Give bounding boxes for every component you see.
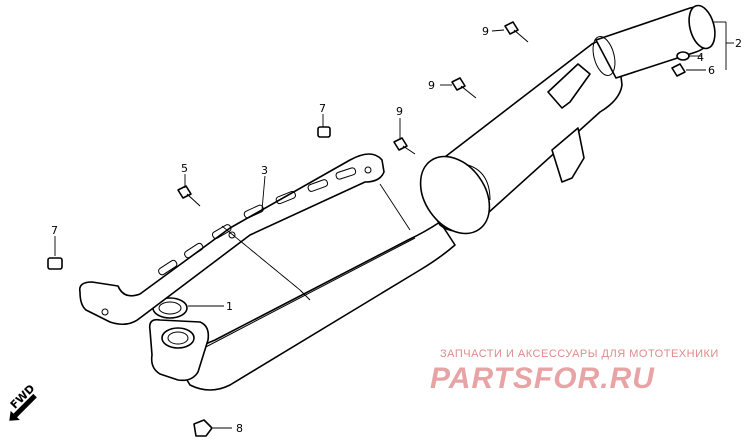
muffler bbox=[419, 39, 623, 235]
callout-6: 6 bbox=[708, 64, 715, 77]
callout-7b: 7 bbox=[51, 224, 58, 237]
callout-5: 5 bbox=[181, 162, 188, 175]
bolt-5 bbox=[177, 185, 201, 207]
bolt-9c bbox=[393, 137, 416, 155]
nut-7b bbox=[47, 257, 63, 270]
nut-7a bbox=[317, 126, 331, 138]
callout-7a: 7 bbox=[319, 102, 326, 115]
leader-lines bbox=[54, 21, 734, 429]
bolt-9a bbox=[504, 21, 529, 43]
callout-3: 3 bbox=[261, 164, 268, 177]
tail-pipe bbox=[592, 4, 716, 79]
washer-4 bbox=[676, 51, 690, 61]
callout-2: 2 bbox=[735, 37, 742, 50]
callout-8: 8 bbox=[236, 422, 243, 435]
bolt-9b bbox=[451, 77, 477, 99]
callout-1: 1 bbox=[226, 300, 233, 313]
watermark-tagline: ЗАПЧАСТИ И АКСЕССУАРЫ ДЛЯ МОТОТЕХНИКИ bbox=[440, 348, 719, 360]
nut-8 bbox=[193, 419, 213, 437]
heat-shield-bracket bbox=[78, 153, 385, 326]
callout-9a: 9 bbox=[482, 25, 489, 38]
callout-9c: 9 bbox=[396, 105, 403, 118]
watermark-logo: PARTSFOR.RU bbox=[430, 362, 655, 395]
fwd-indicator: FWD bbox=[8, 382, 37, 421]
bolt-6 bbox=[671, 63, 686, 77]
callout-4: 4 bbox=[697, 51, 704, 64]
callout-9b: 9 bbox=[428, 79, 435, 92]
fwd-arrow-icon bbox=[9, 393, 37, 421]
header-flange bbox=[148, 318, 210, 382]
